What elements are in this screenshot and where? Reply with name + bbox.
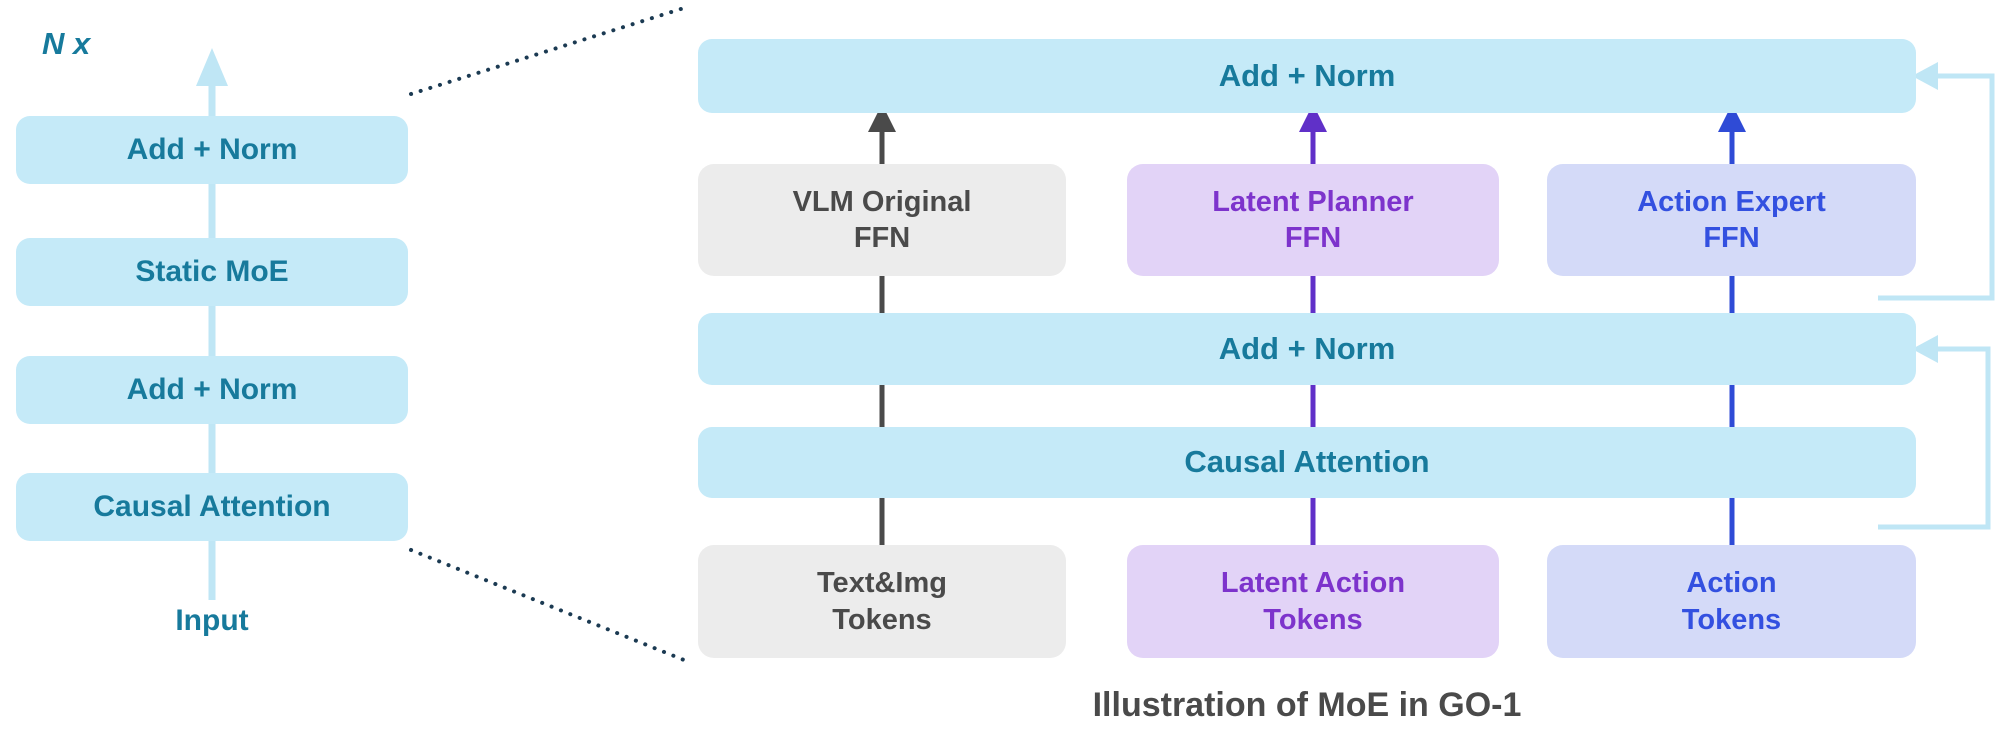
left-block-add-norm-top-label: Add + Norm	[126, 133, 298, 167]
causal-attention-bar-label: Causal Attention	[1184, 444, 1430, 480]
left-block-add-norm-bottom-label: Add + Norm	[126, 373, 298, 407]
vlm-ffn-to-addnorm-arrowhead	[868, 104, 896, 132]
residual-skip-lower-line	[1878, 346, 1991, 530]
causal-attention-bar: Causal Attention	[698, 427, 1916, 498]
left-block-add-norm-bottom: Add + Norm	[16, 356, 408, 424]
input-label: Input	[175, 604, 249, 637]
repeat-count-label: N x	[42, 26, 91, 61]
left-block-static-moe: Static MoE	[16, 238, 408, 306]
left-block-causal-attention: Causal Attention	[16, 473, 408, 541]
action-expert-ffn-label: Action Expert FFN	[1637, 185, 1826, 254]
text-img-tokens-box: Text&Img Tokens	[698, 545, 1066, 658]
mid-add-norm-bar-label: Add + Norm	[1218, 330, 1396, 366]
text-img-tokens-label: Text&Img Tokens	[817, 567, 947, 636]
mid-add-norm-bar: Add + Norm	[698, 313, 1916, 385]
vlm-original-ffn-box: VLM Original FFN	[698, 164, 1066, 276]
action-ffn-to-addnorm-arrowhead	[1718, 104, 1746, 132]
residual-skip-upper-line	[1878, 73, 1995, 301]
latent-action-tokens-label: Latent Action Tokens	[1220, 567, 1406, 636]
latent-ffn-to-addnorm-arrowhead	[1299, 104, 1327, 132]
latent-planner-ffn-label: Latent Planner FFN	[1212, 185, 1414, 254]
vlm-original-ffn-label: VLM Original FFN	[792, 185, 972, 254]
left-block-add-norm-top: Add + Norm	[16, 116, 408, 184]
left-block-static-moe-label: Static MoE	[135, 255, 289, 289]
action-tokens-box: Action Tokens	[1547, 545, 1916, 658]
residual-skip-lower-arrowhead	[1912, 335, 1938, 363]
latent-planner-ffn-box: Latent Planner FFN	[1127, 164, 1499, 276]
top-add-norm-bar-label: Add + Norm	[1218, 57, 1396, 93]
left-block-causal-attention-label: Causal Attention	[93, 490, 331, 524]
zoom-guide-top-dotted-line	[409, 6, 686, 96]
action-tokens-label: Action Tokens	[1681, 567, 1782, 636]
figure-caption: Illustration of MoE in GO-1	[1092, 686, 1522, 724]
top-add-norm-bar: Add + Norm	[698, 39, 1916, 113]
residual-skip-upper-arrowhead	[1912, 62, 1938, 90]
zoom-guide-bottom-dotted-line	[409, 548, 686, 662]
action-expert-ffn-box: Action Expert FFN	[1547, 164, 1916, 276]
latent-action-tokens-box: Latent Action Tokens	[1127, 545, 1499, 658]
left-stack-flow-arrowhead	[196, 48, 228, 86]
